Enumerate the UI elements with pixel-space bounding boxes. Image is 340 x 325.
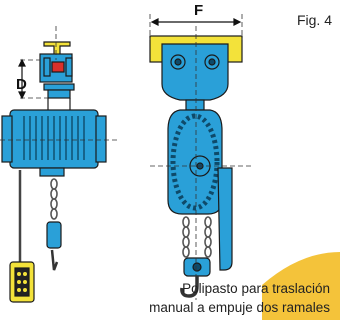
trolley-body bbox=[161, 43, 229, 101]
caption-highlight bbox=[262, 252, 340, 320]
caption-line-2: manual a empuje dos ramales bbox=[149, 300, 330, 315]
figure-label: Fig. 4 bbox=[296, 12, 332, 28]
dimension-f-arrow bbox=[150, 18, 242, 26]
side-view-hoist bbox=[1, 41, 107, 303]
trolley-wheel-red bbox=[51, 61, 65, 73]
caption-line-1: Polipasto para traslación bbox=[182, 281, 330, 296]
hook bbox=[180, 276, 199, 298]
dimension-d-arrow bbox=[18, 58, 26, 100]
figure-caption: Polipasto para traslación manual a empuj… bbox=[149, 279, 330, 317]
dimension-f-label: F bbox=[194, 2, 204, 19]
dimension-d-label: D bbox=[16, 76, 27, 93]
hook-block bbox=[46, 221, 62, 249]
